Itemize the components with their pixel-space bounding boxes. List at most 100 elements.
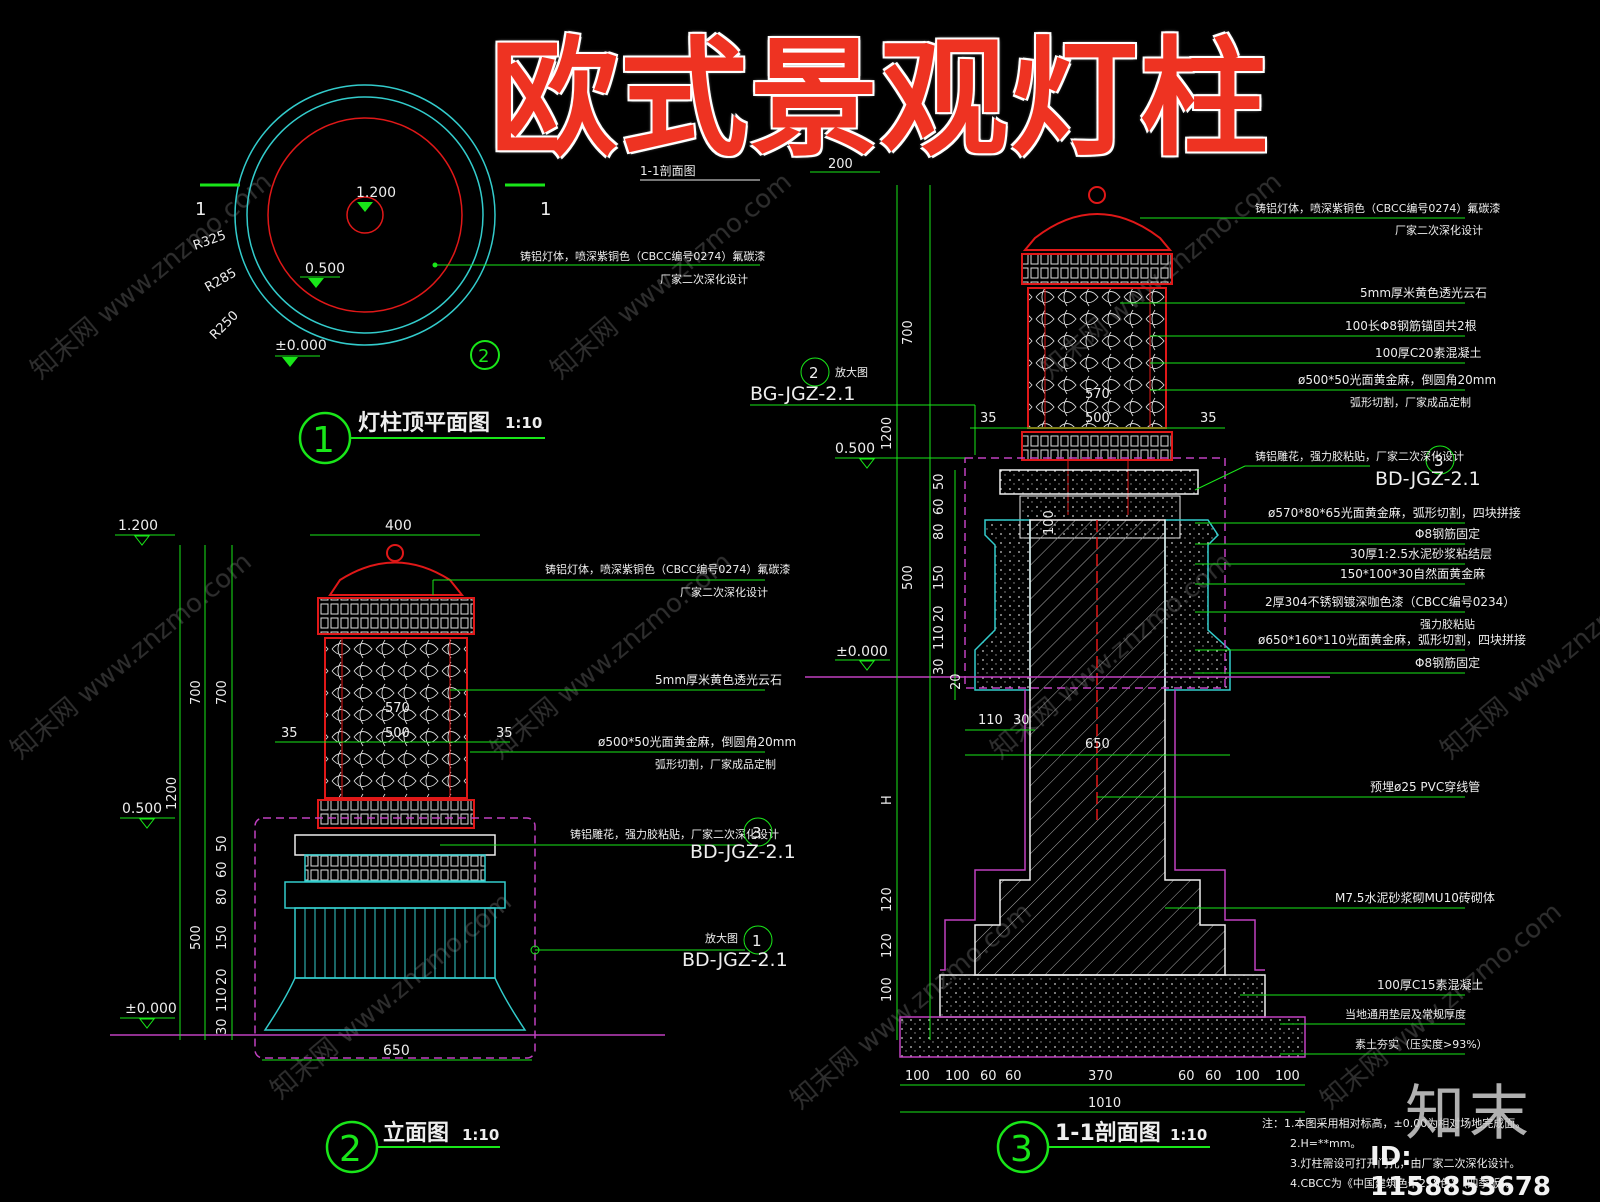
sect-vdim-110: 110 — [932, 625, 947, 650]
sect-vdim-150: 150 — [932, 565, 947, 590]
sect-note-16: 100厚C15素混凝土 — [1377, 977, 1484, 992]
elev-bottom-width: 650 — [383, 1043, 410, 1059]
sect-vdim-120b: 120 — [880, 933, 895, 958]
elev-vdim-110: 110 — [215, 987, 230, 1012]
elev-dim-35-left: 35 — [281, 726, 298, 741]
elev-note-2: 5mm厚米黄色透光云石 — [655, 673, 782, 687]
section-notes: 铸铝灯体，喷深紫铜色（CBCC编号0274）氟碳漆 厂家二次深化设计 5mm厚米… — [1097, 201, 1526, 1055]
sect-vdim-20b: 20 — [949, 673, 964, 690]
elev-number: 2 — [339, 1129, 362, 1170]
sect-dim-650: 650 — [1085, 737, 1110, 752]
sect-dim-35-left: 35 — [980, 411, 997, 426]
sect-bdim-7: 60 — [1205, 1069, 1222, 1084]
image-id: ID: 1158853678 — [1370, 1142, 1551, 1202]
sect-bdim-total: 1010 — [1088, 1096, 1121, 1111]
elev-note-1b: 厂家二次深化设计 — [680, 585, 768, 599]
sect-bdim-3: 60 — [980, 1069, 997, 1084]
elev-ref1-code: BD-JGZ-2.1 — [690, 841, 796, 863]
sect-ref-right-num: 3 — [1434, 452, 1444, 470]
sect-note-5b: 弧形切割，厂家成品定制 — [1350, 395, 1471, 409]
elev-dim-500: 500 — [385, 726, 410, 741]
section-mark-left: 1 — [195, 199, 206, 220]
watermark-4: 知末网 www.znzmo.com — [5, 547, 257, 766]
sect-bdim-6: 60 — [1178, 1069, 1195, 1084]
sect-bdim-1: 100 — [905, 1069, 930, 1084]
elev-vdim-80: 80 — [215, 888, 230, 905]
sect-note-13: Φ8钢筋固定 — [1415, 655, 1480, 670]
sect-note-12: ø650*160*110光面黄金麻，弧形切割，四块拼接 — [1258, 632, 1526, 647]
section-footnotes: 注：1.本图采用相对标高，±0.00为相对场地完成面。 2.H=**mm。 3.… — [1262, 1116, 1526, 1190]
sect-dim-110: 110 — [978, 713, 1003, 728]
plan-view: 1 1 1.200 0.500 ±0.000 R325 R285 R250 铸铝… — [191, 84, 765, 465]
elev-vdim-150: 150 — [215, 925, 230, 950]
elev-note-4: 铸铝雕花，强力胶粘贴，厂家二次深化设计 — [570, 827, 779, 841]
page-title: 欧式景观灯柱 — [489, 25, 1270, 174]
elev-vdim-500-mid: 500 — [189, 925, 204, 950]
elev-note-3b: 弧形切割，厂家成品定制 — [655, 757, 776, 771]
sect-note-7: ø570*80*65光面黄金麻，弧形切割，四块拼接 — [1268, 505, 1521, 520]
elev-vdim-20: 20 — [215, 968, 230, 985]
sect-note-11b: 强力胶粘贴 — [1420, 617, 1475, 631]
sect-ref-top-label: 放大图 — [835, 365, 868, 379]
sect-note-8: Φ8钢筋固定 — [1415, 526, 1480, 541]
elev-mark-1200: 1.200 — [118, 518, 158, 534]
elev-dim-570: 570 — [385, 701, 410, 716]
sect-mark-0000: ±0.000 — [836, 644, 888, 660]
elev-vdim-700-mid: 700 — [189, 680, 204, 705]
elev-mark-0500: 0.500 — [122, 801, 162, 817]
sect-dim-100: 100 — [1042, 510, 1057, 535]
brand-logo: 知末 — [1405, 1079, 1533, 1149]
sect-top-dim: 200 — [828, 157, 853, 172]
elev-ref2-num: 1 — [752, 932, 762, 950]
sect-note-10: 150*100*30自然面黄金麻 — [1340, 566, 1485, 581]
elev-vdim-1200: 1200 — [165, 777, 180, 810]
watermark-1: 知末网 www.znzmo.com — [25, 167, 277, 386]
sect-note-17: 当地通用垫层及常规厚度 — [1345, 1007, 1466, 1021]
plan-radius-r285: R285 — [203, 266, 240, 296]
sect-vdim-60: 60 — [932, 498, 947, 515]
sect-vdim-h: H — [880, 795, 895, 805]
plan-scale: 1:10 — [505, 414, 542, 432]
sect-vdim-50: 50 — [932, 473, 947, 490]
sect-note-2: 5mm厚米黄色透光云石 — [1360, 286, 1487, 300]
sect-vdim-30: 30 — [932, 658, 947, 675]
plan-elev-0000: ±0.000 — [275, 338, 327, 354]
sect-vdim-20: 20 — [932, 605, 947, 622]
sect-bdim-2: 100 — [945, 1069, 970, 1084]
plan-heading: 灯柱顶平面图 — [358, 411, 490, 436]
plan-number: 1 — [312, 420, 335, 461]
footnote-3: 3.灯柱需设可打开门孔，由厂家二次深化设计。 — [1290, 1156, 1521, 1170]
sect-dim-30: 30 — [1013, 713, 1030, 728]
sect-vdim-500: 500 — [901, 565, 916, 590]
elevation-view: 400 650 570 500 35 35 1200 700 500 700 5… — [110, 518, 796, 1174]
elev-heading: 立面图 — [383, 1120, 449, 1146]
elev-ref2-code: BD-JGZ-2.1 — [682, 949, 788, 971]
sect-dim-570: 570 — [1085, 387, 1110, 402]
sect-bdim-8: 100 — [1235, 1069, 1260, 1084]
sect-note-1b: 厂家二次深化设计 — [1395, 223, 1483, 237]
elev-ref1-num: 3 — [752, 824, 762, 842]
sect-note-9: 30厚1:2.5水泥砂浆粘结层 — [1350, 546, 1492, 561]
sect-bdim-5: 370 — [1088, 1069, 1113, 1084]
sect-note-1a: 铸铝灯体，喷深紫铜色（CBCC编号0274）氟碳漆 — [1255, 201, 1500, 215]
plan-elev-0500: 0.500 — [305, 261, 345, 277]
sect-note-11a: 2厚304不锈钢镀深咖色漆（CBCC编号0234） — [1265, 594, 1515, 609]
elev-mark-0000: ±0.000 — [125, 1001, 177, 1017]
plan-elev-1200: 1.200 — [356, 185, 396, 201]
plan-section-ref: 2 — [478, 346, 489, 367]
section-mark-right: 1 — [540, 199, 551, 220]
footnote-2: 2.H=**mm。 — [1290, 1137, 1361, 1150]
elev-vdim-50: 50 — [215, 835, 230, 852]
elev-note-1a: 铸铝灯体，喷深紫铜色（CBCC编号0274）氟碳漆 — [545, 562, 790, 576]
sect-top-label: 1-1剖面图 — [640, 164, 696, 178]
sect-note-6: 铸铝雕花，强力胶粘贴，厂家二次深化设计 — [1255, 449, 1464, 463]
sect-vdim-100: 100 — [880, 977, 895, 1002]
sect-vdim-700: 700 — [901, 320, 916, 345]
plan-radius-r250: R250 — [207, 308, 242, 343]
plan-note-line2: 厂家二次深化设计 — [660, 272, 748, 286]
sect-dim-35-right: 35 — [1200, 411, 1217, 426]
sect-note-4: 100厚C20素混凝土 — [1375, 345, 1482, 360]
footnote-1: 注：1.本图采用相对标高，±0.00为相对场地完成面。 — [1262, 1116, 1526, 1130]
elev-note-3a: ø500*50光面黄金麻，倒圆角20mm — [598, 734, 796, 749]
